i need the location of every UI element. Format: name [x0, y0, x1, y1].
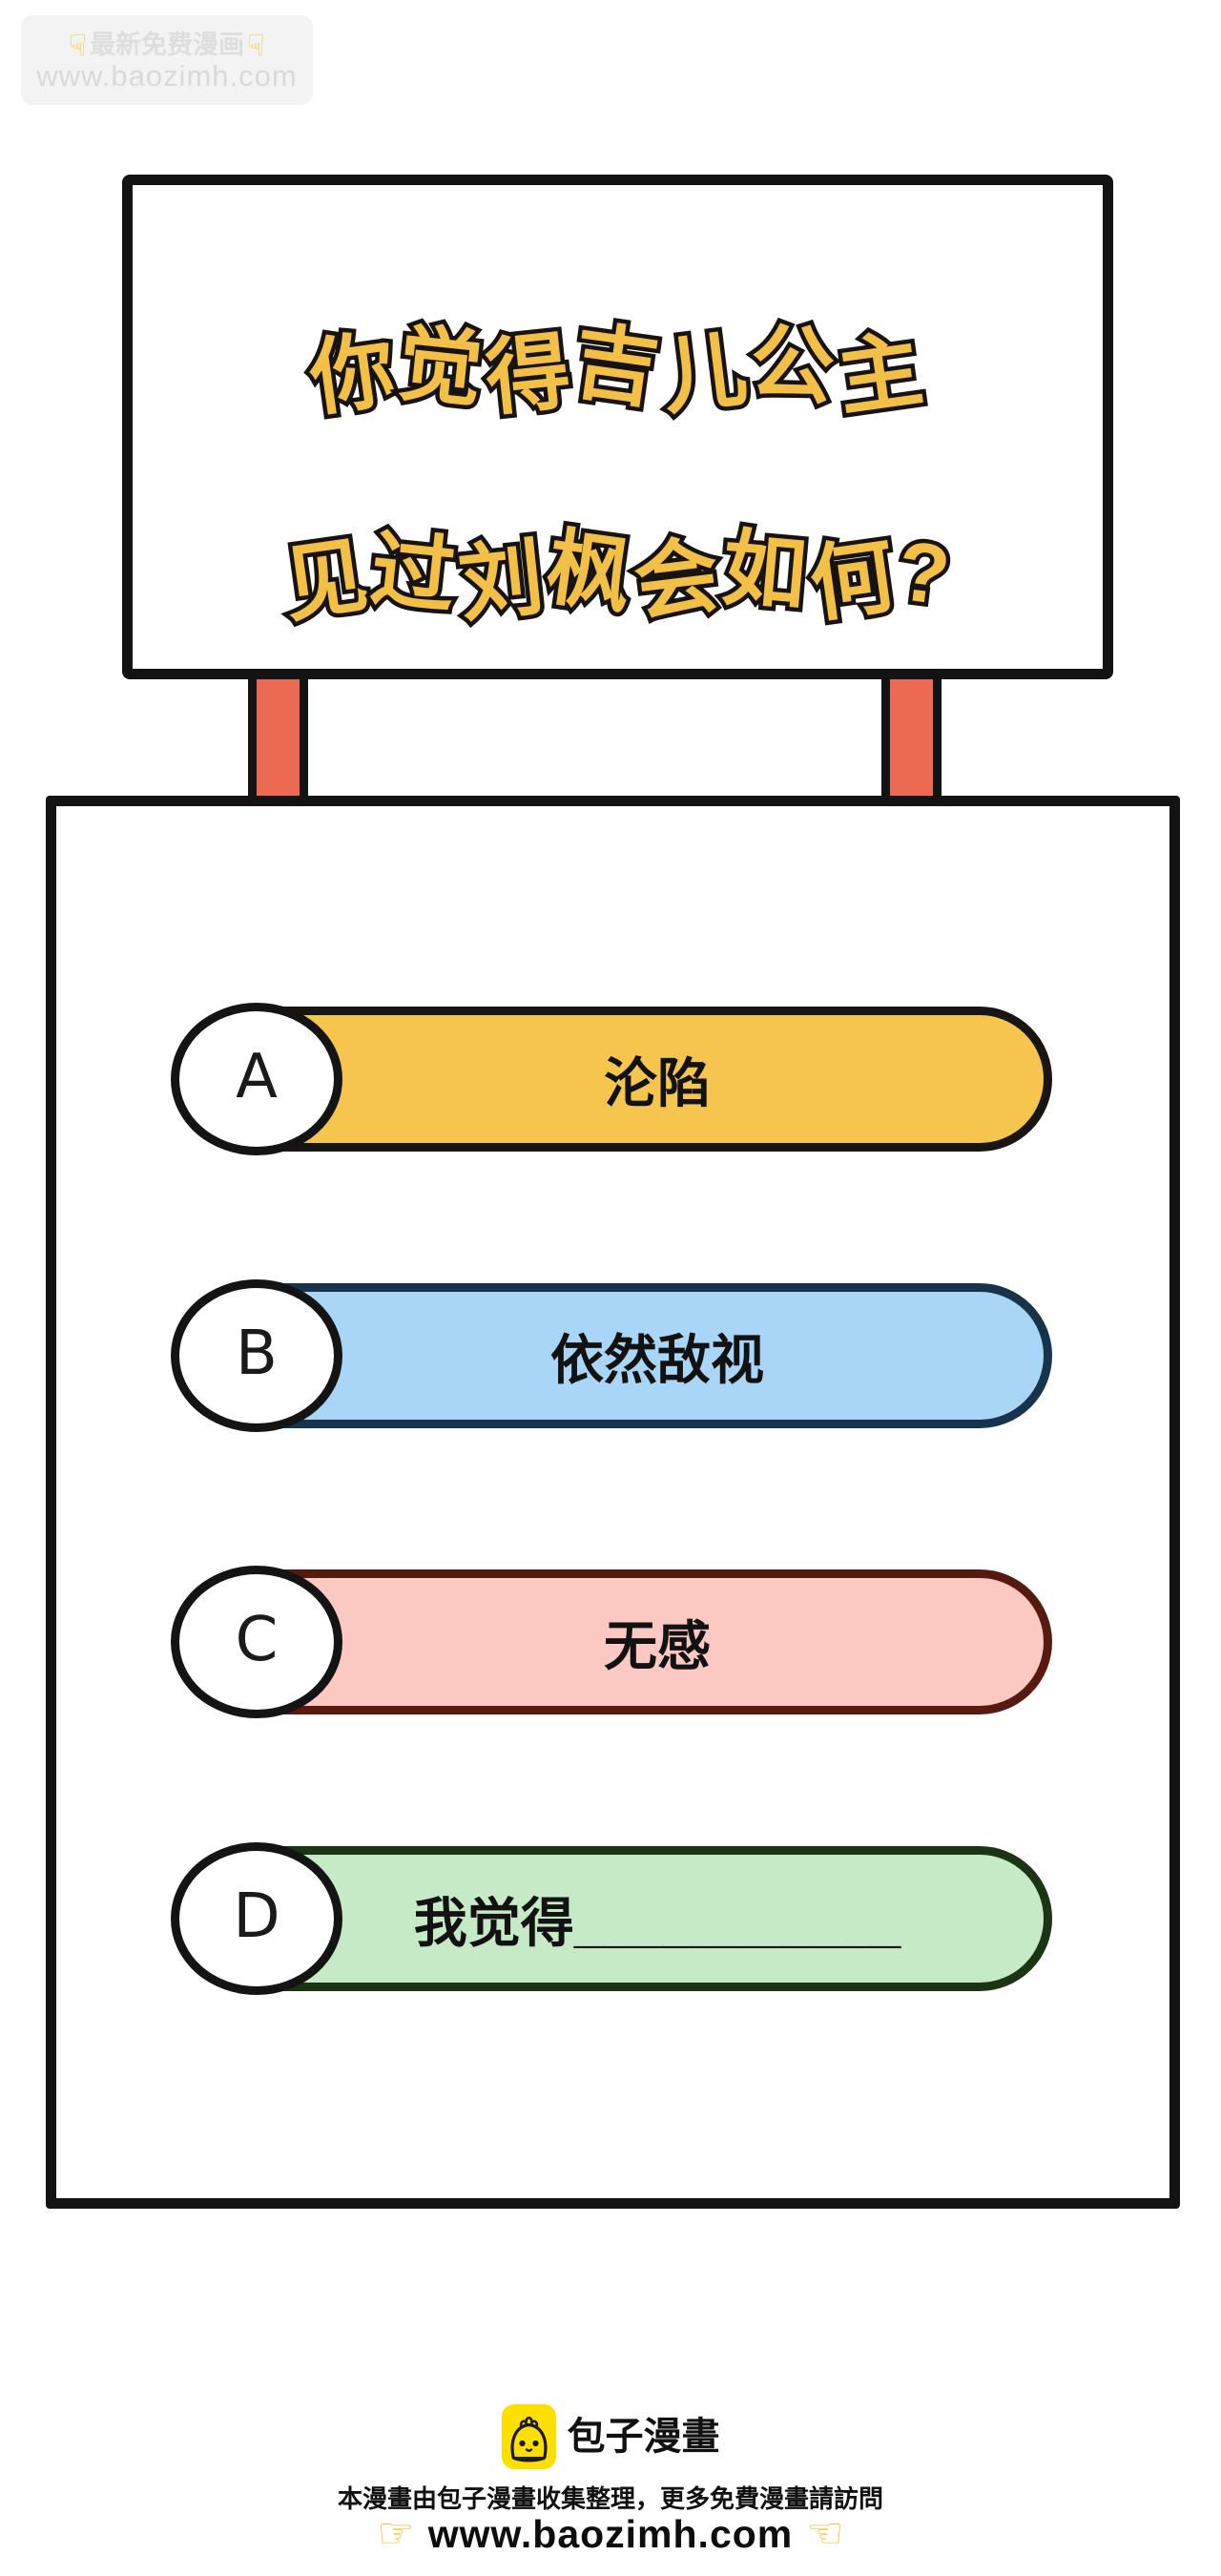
poll-option-b[interactable]: 依然敌视 B [171, 1279, 1052, 1432]
poll-option-d[interactable]: 我觉得___________ D [171, 1842, 1052, 1995]
footer-url[interactable]: www.baozimh.com [427, 2511, 794, 2556]
footer-brand-row: 包子漫畫 [0, 2404, 1221, 2469]
question-sign: 你觉得吉儿公主 见过刘枫会如何? [122, 175, 1113, 679]
poll-option-d-label: 我觉得___________ [413, 1892, 901, 1953]
watermark-line1: ☟ 最新免费漫画 ☟ [69, 31, 265, 60]
question-title-line1: 你觉得吉儿公主 [300, 309, 936, 431]
poll-option-b-letter: B [236, 1319, 278, 1389]
poll-option-c-label: 无感 [604, 1615, 711, 1676]
question-title-line2: 见过刘枫会如何? [273, 515, 962, 637]
poll-options-box: 沦陷 A 依然敌视 B 无感 C 我觉得___________ D [46, 796, 1180, 2209]
baozi-logo-icon [501, 2404, 556, 2469]
point-left-icon: ☜ [806, 2510, 844, 2557]
poll-option-a-label: 沦陷 [604, 1052, 711, 1113]
poll-option-d-letter: D [233, 1881, 280, 1952]
poll-option-a-badge: A [171, 1003, 342, 1155]
watermark-text: 最新免费漫画 [90, 30, 244, 59]
poll-option-c-letter: C [235, 1605, 279, 1675]
sign-post-right [881, 668, 942, 807]
poll-option-b-label: 依然敌视 [550, 1329, 764, 1390]
poll-option-a-letter: A [236, 1042, 278, 1112]
poll-option-b-badge: B [171, 1279, 342, 1432]
brand-name: 包子漫畫 [567, 2416, 720, 2458]
poll-option-d-badge: D [171, 1842, 342, 1995]
point-down-icon: ☟ [69, 28, 87, 62]
point-down-icon: ☟ [247, 28, 265, 62]
watermark-badge: ☟ 最新免费漫画 ☟ www.baozimh.com [21, 15, 313, 105]
sign-post-left [248, 668, 308, 807]
watermark-url: www.baozimh.com [36, 58, 298, 93]
poll-option-c[interactable]: 无感 C [171, 1566, 1052, 1718]
poll-option-a[interactable]: 沦陷 A [171, 1003, 1052, 1155]
footer-notice: 本漫畫由包子漫畫收集整理，更多免費漫畫請訪問 [337, 2484, 883, 2513]
footer-url-row: ☞ www.baozimh.com ☜ [0, 2513, 1221, 2555]
poll-option-c-badge: C [171, 1566, 342, 1718]
point-right-icon: ☞ [377, 2510, 415, 2557]
